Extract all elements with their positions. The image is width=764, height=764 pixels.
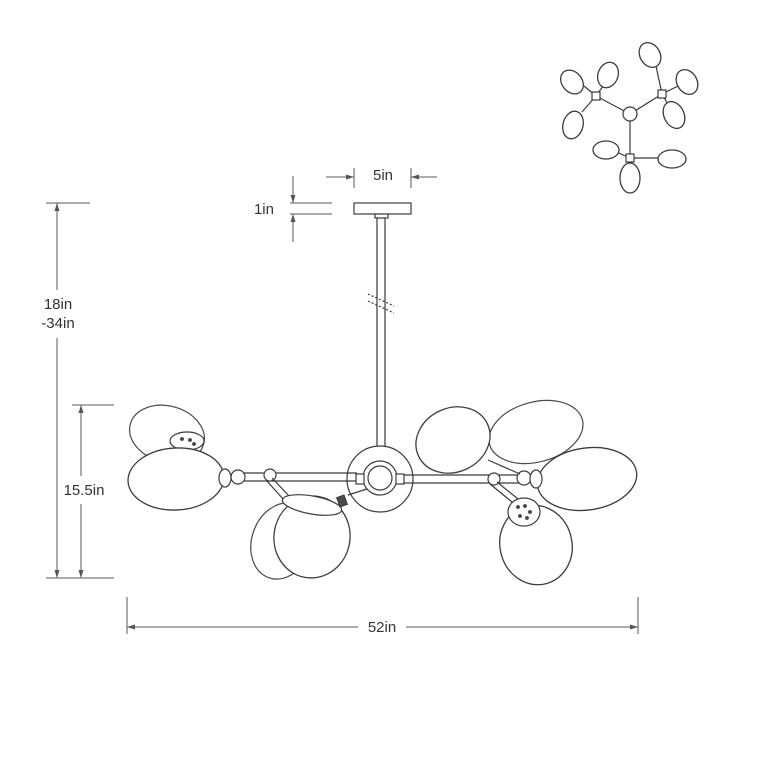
canopy-and-rod: [353, 202, 412, 455]
dimension-canopy-width: [326, 168, 437, 188]
dimension-fixture-height: [72, 404, 114, 579]
dimension-overall-height: [46, 202, 90, 579]
canopy-height-label: 1in: [254, 201, 274, 218]
dimension-canopy-height: [290, 176, 332, 242]
overall-height-label-line2: -34in: [41, 315, 74, 332]
fixture-height-label: 15.5in: [64, 482, 105, 499]
top-view-thumbnail: [560, 42, 699, 194]
canopy: [353, 202, 412, 215]
canopy-width-label: 5in: [373, 167, 393, 184]
overall-height-label-line1: 18in: [44, 296, 72, 313]
dimension-fixture-width: [126, 597, 639, 634]
chandelier-fixture: [127, 399, 638, 586]
fixture-width-label: 52in: [368, 619, 396, 636]
